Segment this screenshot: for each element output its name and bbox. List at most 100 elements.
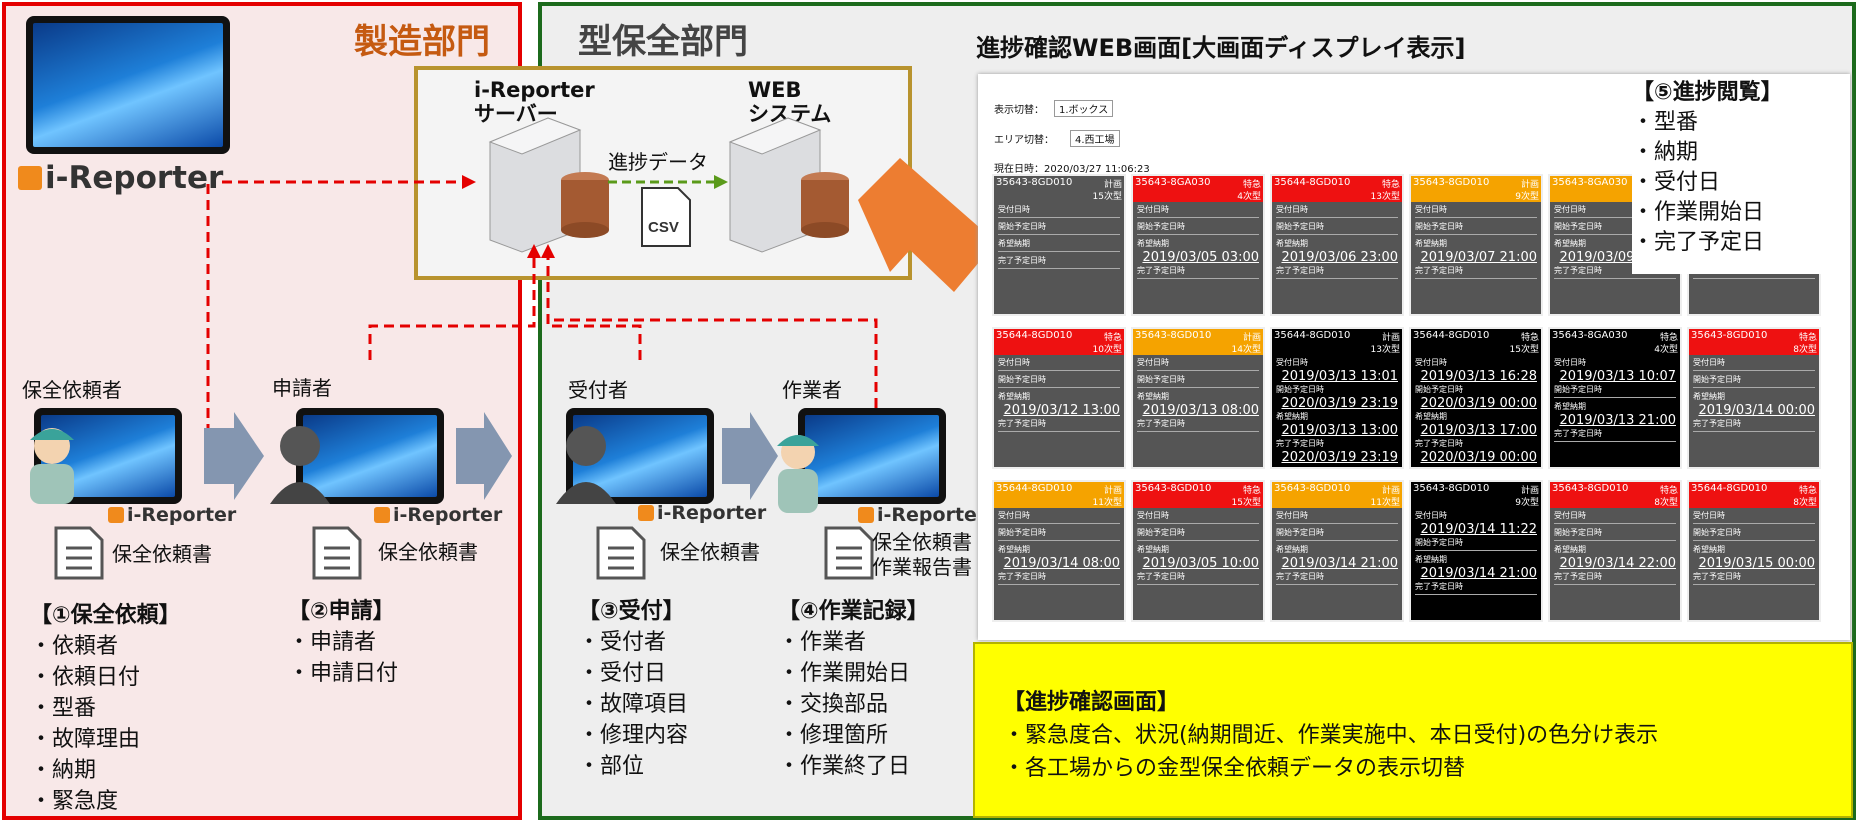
card-field-label: 開始予定日時 xyxy=(998,375,1046,384)
card-field-value: 2019/03/13 08:00 xyxy=(1142,403,1259,418)
card-field-label: 受付日時 xyxy=(1554,205,1586,214)
card-round: 9次型 xyxy=(1515,192,1539,202)
card-field-label: 開始予定日時 xyxy=(1693,528,1741,537)
card-round: 9次型 xyxy=(1515,498,1539,508)
card-id: 35643-8GD010 xyxy=(1552,483,1629,494)
card-field-label: 希望納期 xyxy=(1415,412,1447,421)
card-round: 15次型 xyxy=(1509,345,1539,355)
card-field-value: 2020/03/19 23:19 xyxy=(1281,450,1398,465)
card-field-label: 開始予定日時 xyxy=(1693,375,1741,384)
area-select[interactable]: 4.西工場 xyxy=(1070,130,1120,147)
card-field-value xyxy=(1554,523,1676,524)
card-type: 特急 xyxy=(1381,180,1400,190)
card-field-label: 開始予定日時 xyxy=(1137,528,1185,537)
card-field-value xyxy=(1693,278,1815,279)
card-type: 計画 xyxy=(1381,333,1400,343)
card-id: 35644-8GD010 xyxy=(996,483,1073,494)
card-field-value xyxy=(1137,217,1259,218)
card-field-label: 完了予定日時 xyxy=(1137,266,1185,275)
card-field-label: 完了予定日時 xyxy=(1554,266,1602,275)
card-field-value: 2019/03/14 21:00 xyxy=(1281,556,1398,571)
card-id: 35644-8GD010 xyxy=(1274,330,1351,341)
card-field-label: 受付日時 xyxy=(1137,205,1169,214)
dashboard-screenshot: 表示切替：1.ボックス エリア切替：4.西工場 現在日時：2020/03/27 … xyxy=(978,74,1850,640)
card-field-label: 希望納期 xyxy=(1554,239,1586,248)
document-label: 保全依頼書 xyxy=(660,540,760,564)
card-field-value xyxy=(998,268,1120,269)
card-id: 35643-8GD010 xyxy=(1274,483,1351,494)
card-field-label: 完了予定日時 xyxy=(1137,572,1185,581)
card-field-label: 開始予定日時 xyxy=(1554,222,1602,231)
card-field-label: 開始予定日時 xyxy=(1554,528,1602,537)
card-field-value: 2019/03/05 03:00 xyxy=(1142,250,1259,265)
card-field-value: 2019/03/14 08:00 xyxy=(1003,556,1120,571)
card-field-value xyxy=(998,251,1120,252)
card-field-value xyxy=(1137,523,1259,524)
card-id: 35643-8GD010 xyxy=(1135,330,1212,341)
card-field-value: 2019/03/13 13:00 xyxy=(1281,423,1398,438)
card-round: 15次型 xyxy=(1231,498,1261,508)
document-label: 保全依頼書 xyxy=(112,542,212,566)
card-round: 8次型 xyxy=(1654,498,1678,508)
maintenance-dept-title: 型保全部門 xyxy=(578,22,748,62)
card-field-label: 受付日時 xyxy=(1693,511,1725,520)
card-field-label: 開始予定日時 xyxy=(1415,222,1463,231)
document-icon xyxy=(596,526,646,580)
viewer-bubble: 【⑤進捗閲覧】 ・型番・納期・受付日 ・作業開始日・完了予定日 xyxy=(1632,78,1828,274)
card-field-label: 開始予定日時 xyxy=(1276,528,1324,537)
card-field-label: 完了予定日時 xyxy=(1693,419,1741,428)
card-field-label: 希望納期 xyxy=(1137,392,1169,401)
card-field-label: 希望納期 xyxy=(1276,545,1308,554)
card-field-label: 開始予定日時 xyxy=(1415,538,1463,547)
card-field-value: 2019/03/14 00:00 xyxy=(1698,403,1815,418)
card-field-label: 受付日時 xyxy=(1415,358,1447,367)
actor-role: 受付者 xyxy=(568,378,628,402)
card-round: 14次型 xyxy=(1231,345,1261,355)
card-field-value: 2019/03/14 22:00 xyxy=(1559,556,1676,571)
card-field-value: 2020/03/19 23:19 xyxy=(1281,396,1398,411)
card-field-value xyxy=(1276,234,1398,235)
card-field-value xyxy=(1276,584,1398,585)
card-field-label: 開始予定日時 xyxy=(1137,222,1185,231)
person-silhouette-icon xyxy=(556,426,616,504)
card-id: 35643-8GD010 xyxy=(1135,483,1212,494)
tablet-image xyxy=(798,408,946,504)
card-id: 35643-8GD010 xyxy=(1413,483,1490,494)
card-field-value xyxy=(1554,441,1676,442)
card-field-value: 2019/03/13 13:01 xyxy=(1281,369,1398,384)
card-field-value xyxy=(1415,234,1537,235)
card-id: 35643-8GD010 xyxy=(996,177,1073,188)
card-field-label: 完了予定日時 xyxy=(998,419,1046,428)
card-field-value xyxy=(1554,397,1676,398)
card-type: 計画 xyxy=(1520,180,1539,190)
card-field-value xyxy=(1137,370,1259,371)
card-field-label: 希望納期 xyxy=(1137,545,1169,554)
card-field-label: 希望納期 xyxy=(1693,392,1725,401)
card-field-value xyxy=(1137,584,1259,585)
orange-arrow xyxy=(858,158,996,292)
card-field-value xyxy=(998,523,1120,524)
card-round: 11次型 xyxy=(1092,498,1122,508)
card-id: 35644-8GD010 xyxy=(1413,330,1490,341)
card-field-value: 2019/03/05 10:00 xyxy=(1142,556,1259,571)
card-field-label: 完了予定日時 xyxy=(998,572,1046,581)
card-field-label: 開始予定日時 xyxy=(1276,222,1324,231)
svg-text:CSV: CSV xyxy=(648,219,679,236)
card-id: 35643-8GD010 xyxy=(1413,177,1490,188)
card-field-label: 希望納期 xyxy=(1137,239,1169,248)
card-round: 15次型 xyxy=(1092,192,1122,202)
card-type: 計画 xyxy=(1103,486,1122,496)
card-field-value xyxy=(1137,234,1259,235)
card-field-value xyxy=(998,584,1120,585)
card-field-value xyxy=(1693,387,1815,388)
display-select[interactable]: 1.ボックス xyxy=(1054,100,1114,117)
card-field-label: 開始予定日時 xyxy=(1137,375,1185,384)
card-field-value xyxy=(998,234,1120,235)
